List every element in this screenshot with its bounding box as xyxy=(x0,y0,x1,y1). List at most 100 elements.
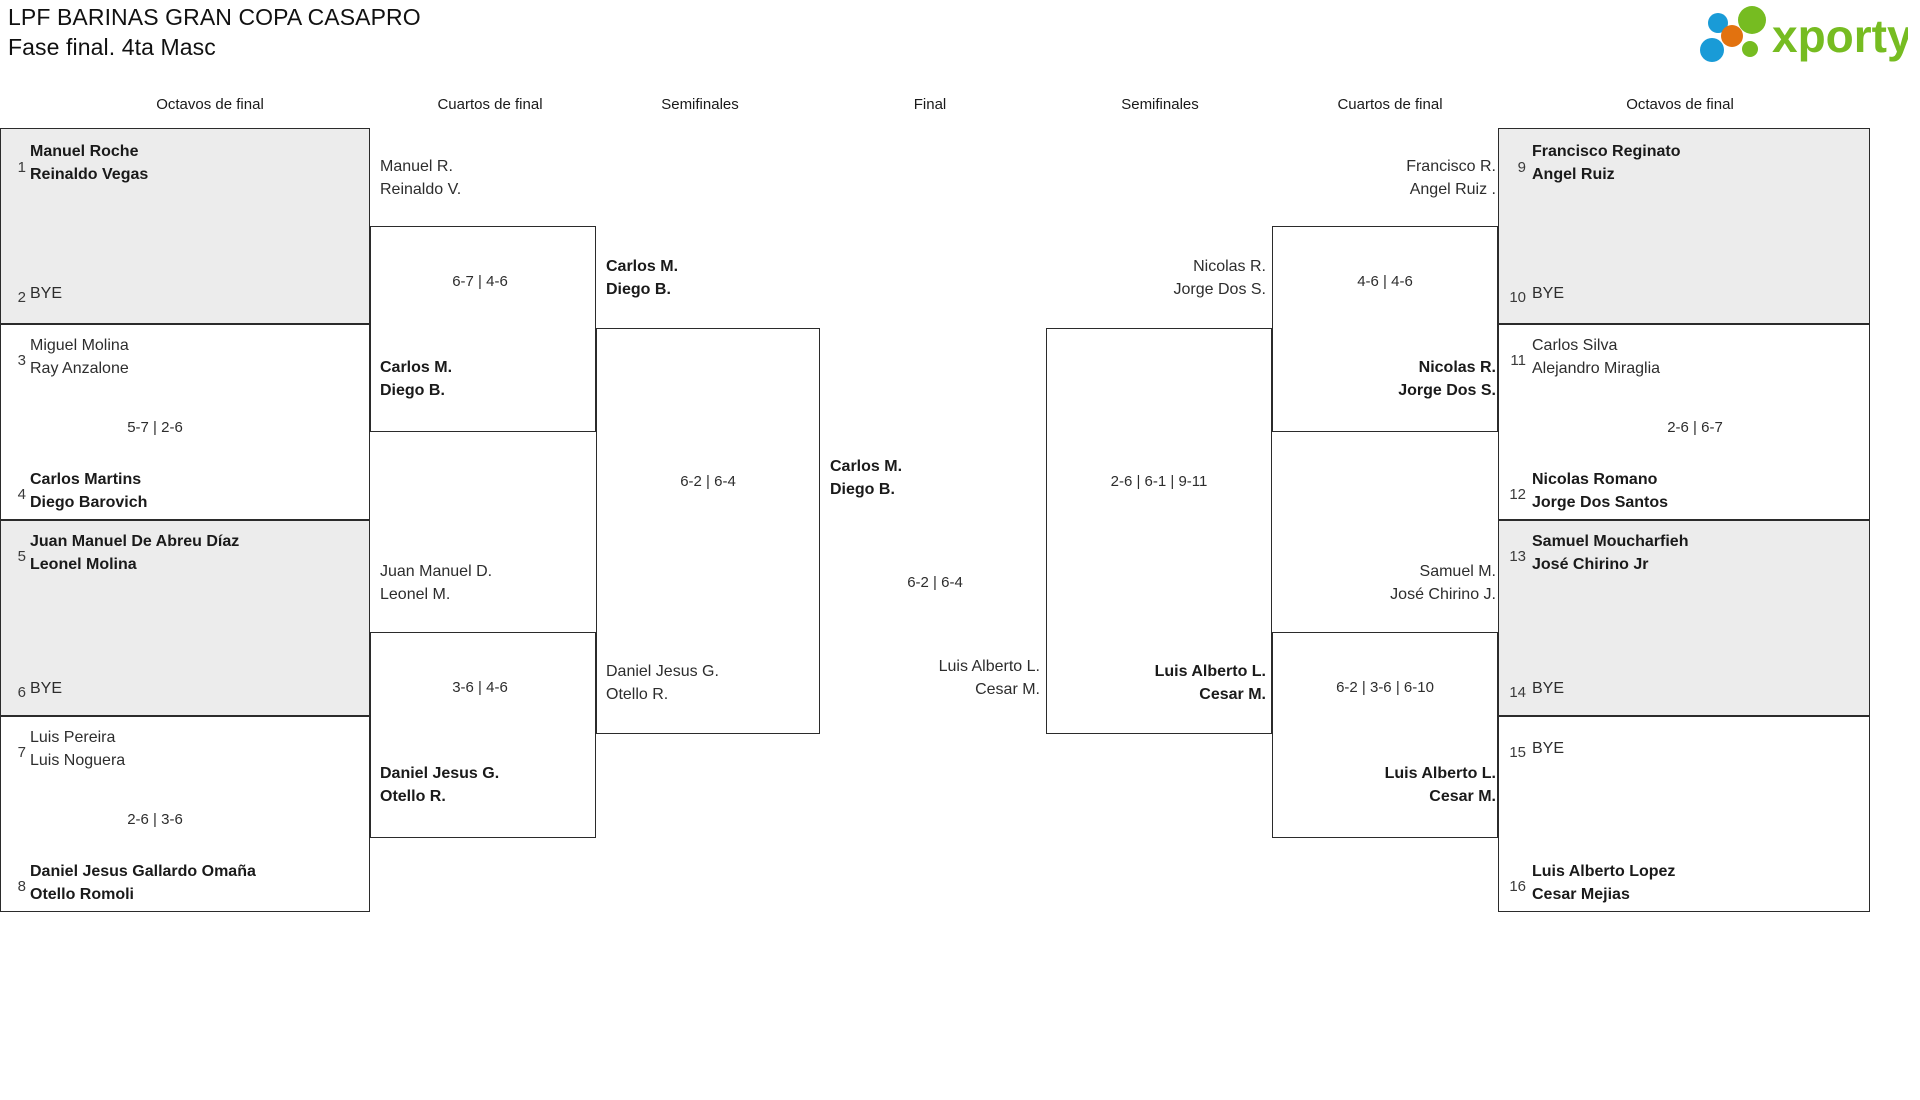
tournament-phase: Fase final. 4ta Masc xyxy=(8,34,216,60)
page-title: LPF BARINAS GRAN COPA CASAPRO Fase final… xyxy=(8,2,421,62)
player-line-1: Carlos M. xyxy=(380,359,453,376)
qf-score-2: 3-6 | 4-6 xyxy=(452,679,508,696)
seed-number: 3 xyxy=(17,352,26,369)
player-line-1: Manuel R. xyxy=(380,158,453,175)
round-header-right-r16: Octavos de final xyxy=(1626,96,1734,113)
seed-number: 9 xyxy=(1517,159,1526,176)
r16-team-4: Carlos Martins Diego Barovich xyxy=(30,468,147,514)
player-line-2: Ray Anzalone xyxy=(30,360,129,377)
sf-score-right: 2-6 | 6-1 | 9-11 xyxy=(1110,473,1208,490)
player-line-2: Otello R. xyxy=(606,686,669,703)
player-line-1: Daniel Jesus G. xyxy=(606,663,719,680)
seed-number: 2 xyxy=(17,289,26,306)
qf-score-4: 6-2 | 3-6 | 6-10 xyxy=(1336,679,1434,696)
player-line-1: Luis Alberto L. xyxy=(1154,663,1266,680)
r16-team-11: Carlos Silva Alejandro Miraglia xyxy=(1532,334,1660,380)
final-champion: Carlos M. Diego B. xyxy=(830,455,902,501)
r16-team-7: Luis Pereira Luis Noguera xyxy=(30,726,125,772)
r16-team-12: Nicolas Romano Jorge Dos Santos xyxy=(1532,468,1668,514)
seed-number: 10 xyxy=(1509,289,1526,306)
round-header-right-sf: Semifinales xyxy=(1121,96,1199,113)
r16-team-10: BYE xyxy=(1532,282,1564,305)
player-line-2: Otello R. xyxy=(380,788,446,805)
r16-match-2[interactable] xyxy=(0,324,370,520)
r16-team-1: Manuel Roche Reinaldo Vegas xyxy=(30,140,148,186)
player-line-2: Jorge Dos S. xyxy=(1173,281,1266,298)
seed-number: 8 xyxy=(17,878,26,895)
player-line-1: Carlos Silva xyxy=(1532,337,1618,354)
r16-team-3: Miguel Molina Ray Anzalone xyxy=(30,334,129,380)
sf-match-right[interactable] xyxy=(1046,328,1272,734)
qf-match-3[interactable] xyxy=(1272,226,1498,432)
r16-team-16: Luis Alberto Lopez Cesar Mejias xyxy=(1532,860,1675,906)
round-header-left-qf: Cuartos de final xyxy=(437,96,543,113)
xporty-logo[interactable]: xporty xyxy=(1688,6,1908,66)
sf-team-bottom-right: Luis Alberto L. Cesar M. xyxy=(1040,660,1266,706)
r16-score-1: 5-7 | 2-6 xyxy=(127,419,183,436)
player-line-2: José Chirino J. xyxy=(1390,586,1496,603)
qf-team-top-4: Samuel M. José Chirino J. xyxy=(1276,560,1496,606)
seed-number: 5 xyxy=(17,548,26,565)
player-line-2: Otello Romoli xyxy=(30,886,134,903)
r16-match-8[interactable] xyxy=(1498,716,1870,912)
player-line-2: Cesar M. xyxy=(1199,686,1266,703)
player-line-1: BYE xyxy=(1532,740,1565,757)
qf-score-3: 4-6 | 4-6 xyxy=(1357,273,1413,290)
player-line-1: Samuel Moucharfieh xyxy=(1532,533,1689,550)
qf-team-top-3: Francisco R. Angel Ruiz . xyxy=(1276,155,1496,201)
player-line-1: Miguel Molina xyxy=(30,337,129,354)
sf-team-top-left: Carlos M. Diego B. xyxy=(606,255,678,301)
player-line-2: Diego B. xyxy=(830,481,895,498)
player-line-2: Cesar M. xyxy=(975,681,1040,698)
player-line-2: Reinaldo V. xyxy=(380,181,462,198)
qf-match-1[interactable] xyxy=(370,226,596,432)
player-line-2: Diego B. xyxy=(380,382,445,399)
player-line-1: Carlos Martins xyxy=(30,471,142,488)
qf-match-2[interactable] xyxy=(370,632,596,838)
player-line-2: Cesar M. xyxy=(1429,788,1496,805)
r16-score-3: 2-6 | 6-7 xyxy=(1667,419,1723,436)
r16-team-6: BYE xyxy=(30,677,62,700)
seed-number: 11 xyxy=(1510,352,1526,369)
player-line-2: Jorge Dos Santos xyxy=(1532,494,1669,511)
r16-score-2: 2-6 | 3-6 xyxy=(127,811,183,828)
player-line-1: Carlos M. xyxy=(830,458,903,475)
seed-number: 16 xyxy=(1509,878,1526,895)
r16-match-4[interactable] xyxy=(0,716,370,912)
r16-team-5: Juan Manuel De Abreu Díaz Leonel Molina xyxy=(30,530,239,576)
final-runner-up: Luis Alberto L. Cesar M. xyxy=(830,655,1040,701)
player-line-1: BYE xyxy=(1532,285,1565,302)
r16-team-9: Francisco Reginato Angel Ruiz xyxy=(1532,140,1680,186)
player-line-2: Jorge Dos S. xyxy=(1398,382,1496,399)
player-line-1: Juan Manuel D. xyxy=(380,563,493,580)
player-line-1: Daniel Jesus Gallardo Omaña xyxy=(30,863,256,880)
r16-match-3[interactable] xyxy=(0,520,370,716)
sf-team-bottom-left: Daniel Jesus G. Otello R. xyxy=(606,660,719,706)
player-line-1: Luis Alberto L. xyxy=(938,658,1040,675)
player-line-2: Cesar Mejias xyxy=(1532,886,1630,903)
seed-number: 12 xyxy=(1509,486,1526,503)
round-header-right-qf: Cuartos de final xyxy=(1337,96,1443,113)
player-line-2: Diego B. xyxy=(606,281,671,298)
r16-match-1[interactable] xyxy=(0,128,370,324)
qf-team-bot-2: Daniel Jesus G. Otello R. xyxy=(380,762,499,808)
player-line-1: Luis Alberto Lopez xyxy=(1532,863,1676,880)
tournament-name: LPF BARINAS GRAN COPA CASAPRO xyxy=(8,4,421,30)
player-line-2: Leonel Molina xyxy=(30,556,137,573)
qf-match-4[interactable] xyxy=(1272,632,1498,838)
player-line-2: José Chirino Jr xyxy=(1532,556,1649,573)
player-line-1: Nicolas R. xyxy=(1418,359,1496,376)
player-line-1: Francisco R. xyxy=(1406,158,1496,175)
qf-team-bot-4: Luis Alberto L. Cesar M. xyxy=(1276,762,1496,808)
sf-match-left[interactable] xyxy=(596,328,820,734)
final-score: 6-2 | 6-4 xyxy=(907,574,963,591)
player-line-1: Samuel M. xyxy=(1419,563,1496,580)
player-line-1: BYE xyxy=(1532,680,1565,697)
player-line-1: Luis Pereira xyxy=(30,729,116,746)
player-line-2: Angel Ruiz . xyxy=(1409,181,1496,198)
r16-match-6[interactable] xyxy=(1498,324,1870,520)
r16-match-7[interactable] xyxy=(1498,520,1870,716)
r16-team-13: Samuel Moucharfieh José Chirino Jr xyxy=(1532,530,1688,576)
r16-match-5[interactable] xyxy=(1498,128,1870,324)
seed-number: 4 xyxy=(17,486,26,503)
